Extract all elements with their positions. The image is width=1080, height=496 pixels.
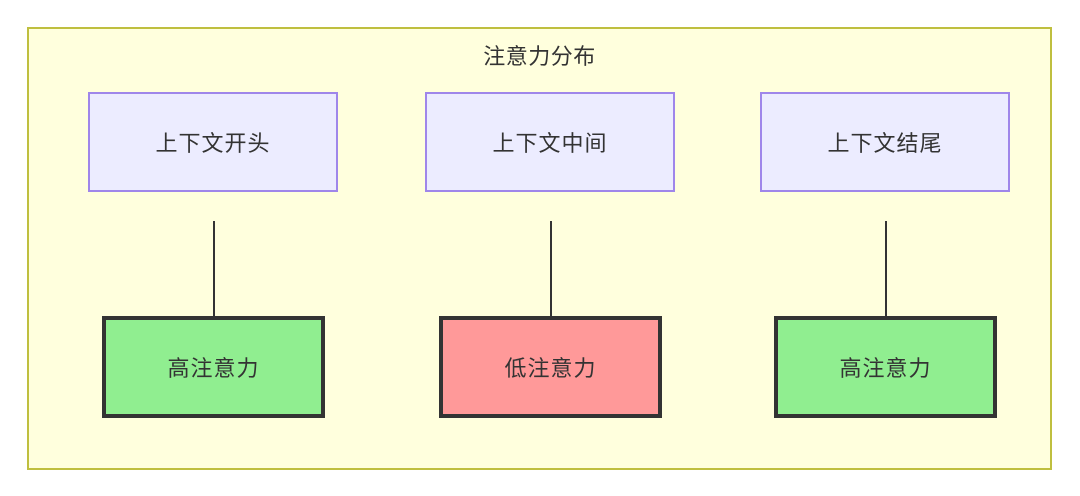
node-high-attention-start-label: 高注意力 xyxy=(167,356,260,381)
node-high-attention-end-label: 高注意力 xyxy=(839,356,932,381)
edge-context-start-to-high-attention xyxy=(213,221,215,333)
attention-distribution-subgraph: 注意力分布 上下文开头 高注意力 上下文中间 低注意力 上下文结尾 高注意力 xyxy=(27,27,1052,470)
subgraph-title: 注意力分布 xyxy=(483,44,596,69)
node-high-attention-end[interactable]: 高注意力 xyxy=(774,316,997,418)
node-context-middle[interactable]: 上下文中间 xyxy=(425,92,675,192)
node-high-attention-start[interactable]: 高注意力 xyxy=(102,316,325,418)
node-context-start-label: 上下文开头 xyxy=(155,131,271,156)
node-low-attention-middle[interactable]: 低注意力 xyxy=(439,316,662,418)
edge-context-middle-to-low-attention xyxy=(550,221,552,333)
node-context-start[interactable]: 上下文开头 xyxy=(88,92,338,192)
node-low-attention-middle-label: 低注意力 xyxy=(504,356,597,381)
node-context-end[interactable]: 上下文结尾 xyxy=(760,92,1010,192)
node-context-middle-label: 上下文中间 xyxy=(492,131,608,156)
node-context-end-label: 上下文结尾 xyxy=(827,131,943,156)
edge-context-end-to-high-attention xyxy=(885,221,887,333)
